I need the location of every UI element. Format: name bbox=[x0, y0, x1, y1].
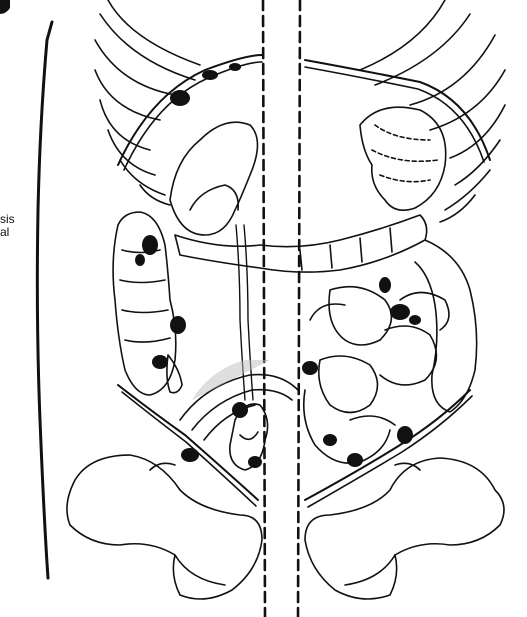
descending-colon bbox=[415, 240, 477, 412]
ribs-right bbox=[360, 0, 505, 222]
corner-mark bbox=[0, 0, 10, 14]
body-outline bbox=[37, 22, 52, 578]
midline-left bbox=[263, 0, 265, 617]
peritoneum-outline bbox=[118, 55, 490, 165]
stomach bbox=[360, 107, 446, 210]
lesion-deposits bbox=[135, 63, 421, 468]
duodenum bbox=[170, 122, 258, 235]
peritoneum-left-lower bbox=[118, 385, 258, 500]
pelvis-bones bbox=[67, 455, 504, 599]
midline-right bbox=[298, 0, 300, 617]
